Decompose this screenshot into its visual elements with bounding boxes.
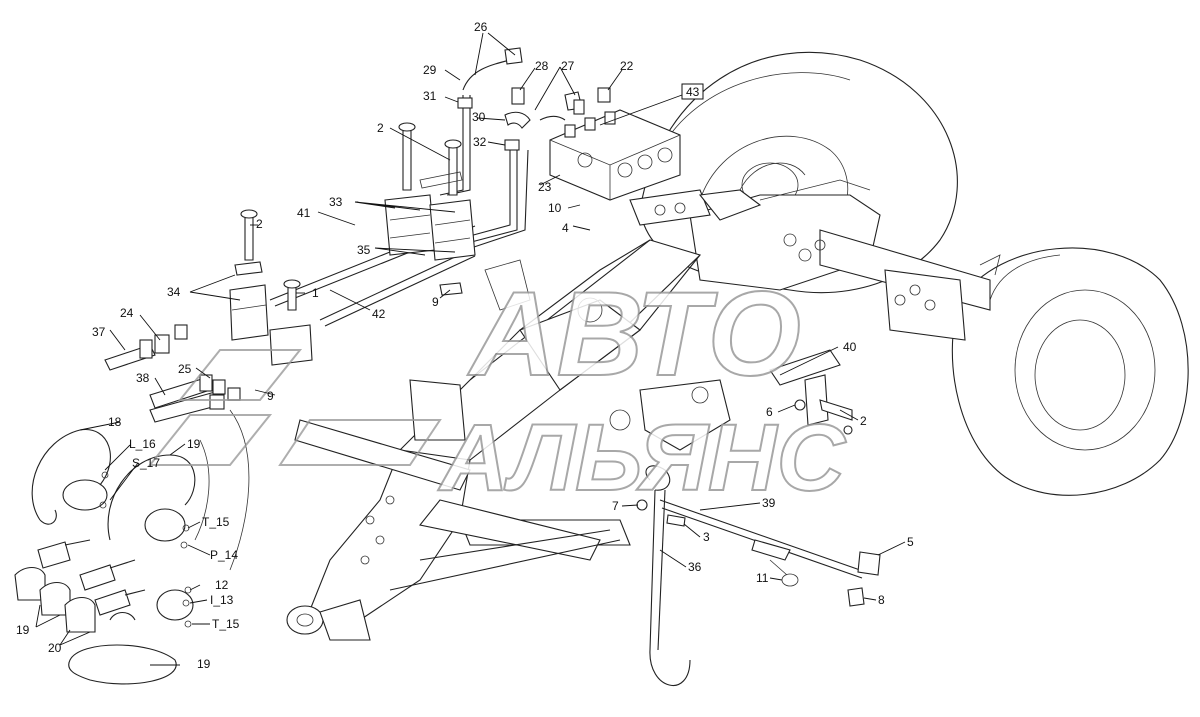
callout-T15-upper: T_15 xyxy=(202,515,230,529)
callout-22: 22 xyxy=(620,59,634,73)
callout-32: 32 xyxy=(473,135,487,149)
leader-lines xyxy=(35,32,906,666)
callout-24: 24 xyxy=(120,306,134,320)
callout-7: 7 xyxy=(612,499,619,513)
callout-31: 31 xyxy=(423,89,437,103)
callout-19-left: 19 xyxy=(16,623,30,637)
watermark-line1: АВТО xyxy=(467,267,801,401)
callout-3: 3 xyxy=(703,530,710,544)
callout-35: 35 xyxy=(357,243,371,257)
callout-P14: P_14 xyxy=(210,548,238,562)
callout-1: 1 xyxy=(312,286,319,300)
callout-33: 33 xyxy=(329,195,343,209)
callout-11: 11 xyxy=(756,571,769,585)
callout-39: 39 xyxy=(762,496,776,510)
callout-41: 41 xyxy=(297,206,311,220)
callout-25: 25 xyxy=(178,362,192,376)
callout-38: 38 xyxy=(136,371,150,385)
callout-30: 30 xyxy=(472,110,486,124)
callout-12: 12 xyxy=(215,578,229,592)
callout-34: 34 xyxy=(167,285,181,299)
callout-9-upper: 9 xyxy=(432,295,439,309)
callout-L16: L_16 xyxy=(129,437,156,451)
callout-T15-lower: T_15 xyxy=(212,617,240,631)
callout-9-lower: 9 xyxy=(267,389,274,403)
callout-37: 37 xyxy=(92,325,106,339)
callout-10: 10 xyxy=(548,201,562,215)
callout-19-upper: 19 xyxy=(187,437,201,451)
lower-wheel xyxy=(951,247,1189,496)
valve-block xyxy=(549,87,762,226)
callout-26: 26 xyxy=(474,20,488,34)
callout-I13: I_13 xyxy=(210,593,234,607)
callout-5: 5 xyxy=(907,535,914,549)
callout-8: 8 xyxy=(878,593,885,607)
axle-assembly xyxy=(689,179,1001,341)
clamp-blocks xyxy=(229,122,476,366)
couplings-left xyxy=(14,324,241,633)
callout-2-left: 2 xyxy=(256,217,263,231)
callout-19-bottom: 19 xyxy=(197,657,211,671)
callout-29: 29 xyxy=(423,63,437,77)
callout-4: 4 xyxy=(562,221,569,235)
callout-18: 18 xyxy=(108,415,122,429)
main-frame xyxy=(286,239,731,641)
dust-caps xyxy=(31,429,196,685)
callout-36: 36 xyxy=(688,560,702,574)
callout-43-box xyxy=(681,83,704,100)
callout-40: 40 xyxy=(843,340,857,354)
support-handle xyxy=(636,465,881,686)
callout-6: 6 xyxy=(766,405,773,419)
callout-28: 28 xyxy=(535,59,549,73)
callout-27: 27 xyxy=(561,59,575,73)
callout-2-right: 2 xyxy=(860,414,867,428)
callout-42: 42 xyxy=(372,307,386,321)
callout-43: 43 xyxy=(686,85,700,99)
bracket-plate xyxy=(769,349,853,435)
watermark: АВТО АЛЬЯНС xyxy=(147,266,848,512)
callout-2-top: 2 xyxy=(377,121,384,135)
callout-labels: 26 29 28 27 22 43 31 30 32 2 23 10 4 41 … xyxy=(16,20,914,671)
watermark-line2: АЛЬЯНС xyxy=(438,405,847,511)
callout-23: 23 xyxy=(538,180,552,194)
callout-S17: S_17 xyxy=(132,456,160,470)
callout-20: 20 xyxy=(48,641,62,655)
